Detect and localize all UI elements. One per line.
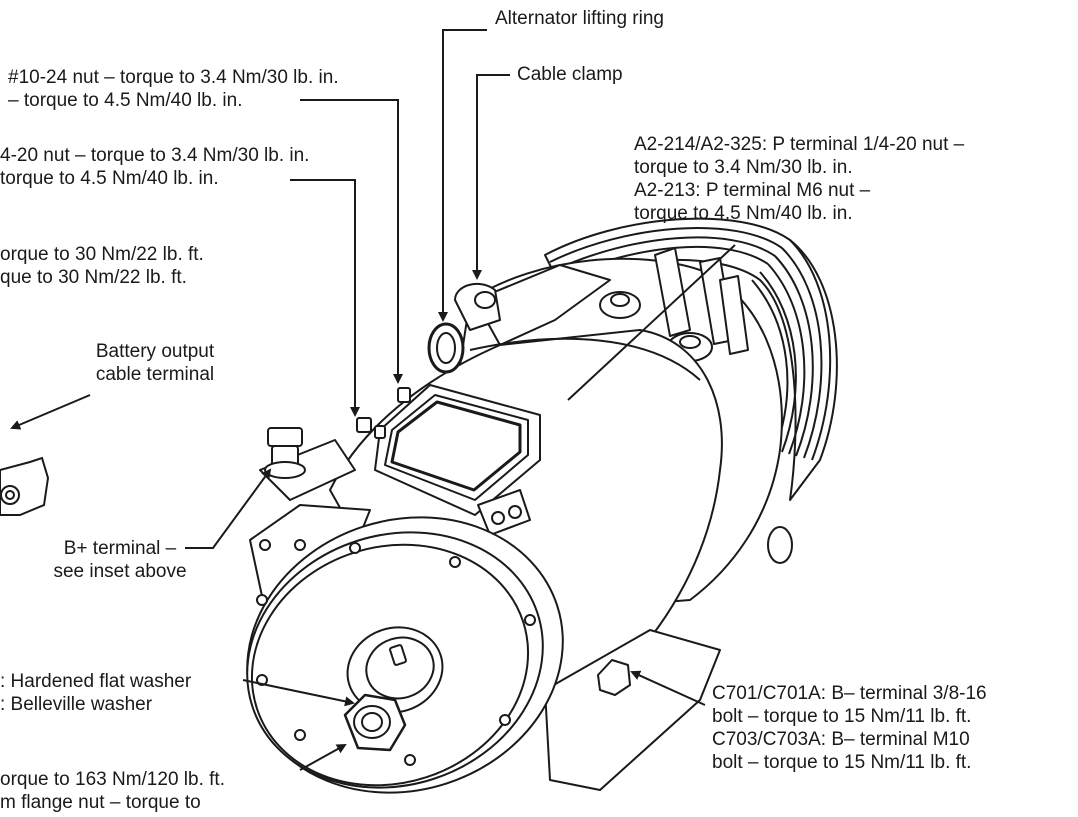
label-b-minus-line2: bolt – torque to 15 Nm/11 lb. ft. [712,706,972,727]
label-nut-b-line2: torque to 4.5 Nm/40 lb. in. [0,168,219,189]
label-b-minus: C701/C701A: B– terminal 3/8-16 bolt – to… [712,682,987,774]
leader-battery-output [10,394,91,430]
leader-p-terminal [567,244,736,401]
leader-nut-a [300,99,403,384]
leader-washers [242,679,355,707]
label-washers: : Hardened flat washer : Belleville wash… [0,670,191,716]
label-b-plus-line2: see inset above [53,561,187,582]
label-washers-line2: : Belleville washer [0,694,153,715]
lower-foot [544,629,721,791]
leader-lifting-ring [438,29,487,322]
cable-clamp-part [454,282,501,331]
terminal-block [477,489,531,536]
label-p-terminal-line3: A2-213: P terminal M6 nut – [634,180,871,201]
label-cable-clamp-text: Cable clamp [517,64,623,85]
label-lifting-ring: Alternator lifting ring [495,7,664,30]
label-cable-clamp: Cable clamp [517,63,623,86]
label-b-minus-line3: C703/C703A: B– terminal M10 [712,729,970,750]
label-flange-line1: orque to 163 Nm/120 lb. ft. [0,769,225,790]
side-connector [767,526,793,564]
front-hub [346,626,444,714]
leader-nut-b [290,179,360,417]
label-flange-line2: m flange nut – torque to [0,792,201,813]
top-bracket [474,264,611,346]
label-flange: orque to 163 Nm/120 lb. ft. m flange nut… [0,768,225,814]
label-nut-b: 4-20 nut – torque to 3.4 Nm/30 lb. in. t… [0,144,309,190]
label-torque-30-line2: que to 30 Nm/22 lb. ft. [0,267,187,288]
label-nut-a-line2: – torque to 4.5 Nm/40 lb. in. [8,90,243,111]
label-nut-b-line1: 4-20 nut – torque to 3.4 Nm/30 lb. in. [0,145,310,166]
label-p-terminal: A2-214/A2-325: P terminal 1/4-20 nut – t… [634,133,964,225]
label-torque-30-line1: orque to 30 Nm/22 lb. ft. [0,244,204,265]
shaft-nut [343,693,407,752]
regulator-nuts [356,387,411,439]
fin-straps [654,247,749,355]
b-minus-bolt [597,659,631,696]
label-b-plus-line1: B+ terminal – [63,538,177,559]
label-nut-a-line1: #10-24 nut – torque to 3.4 Nm/30 lb. in. [8,67,339,88]
label-battery-output-line2: cable terminal [95,364,215,385]
lifting-ring [427,322,465,374]
battery-terminal-inset [0,456,50,516]
b-plus-stud [259,427,356,501]
label-b-plus: B+ terminal – see inset above [20,537,220,583]
label-p-terminal-line2: torque to 3.4 Nm/30 lb. in. [634,157,853,178]
label-washers-line1: : Hardened flat washer [0,671,192,692]
label-battery-output: Battery output cable terminal [55,340,255,386]
label-b-minus-line4: bolt – torque to 15 Nm/11 lb. ft. [712,752,972,773]
regulator-box [374,384,541,516]
label-p-terminal-line4: torque to 4.5 Nm/40 lb. in. [634,203,853,224]
leader-b-plus [185,468,272,549]
label-battery-output-line1: Battery output [95,341,215,362]
label-b-minus-line1: C701/C701A: B– terminal 3/8-16 [712,683,987,704]
label-nut-a: #10-24 nut – torque to 3.4 Nm/30 lb. in.… [8,66,339,112]
label-torque-30: orque to 30 Nm/22 lb. ft. que to 30 Nm/2… [0,243,204,289]
leader-cable-clamp [472,74,510,280]
label-lifting-ring-text: Alternator lifting ring [495,8,664,29]
label-p-terminal-line1: A2-214/A2-325: P terminal 1/4-20 nut – [634,134,965,155]
cooling-fins [544,217,838,501]
leader-b-minus [630,670,706,706]
leader-flange [299,744,347,771]
